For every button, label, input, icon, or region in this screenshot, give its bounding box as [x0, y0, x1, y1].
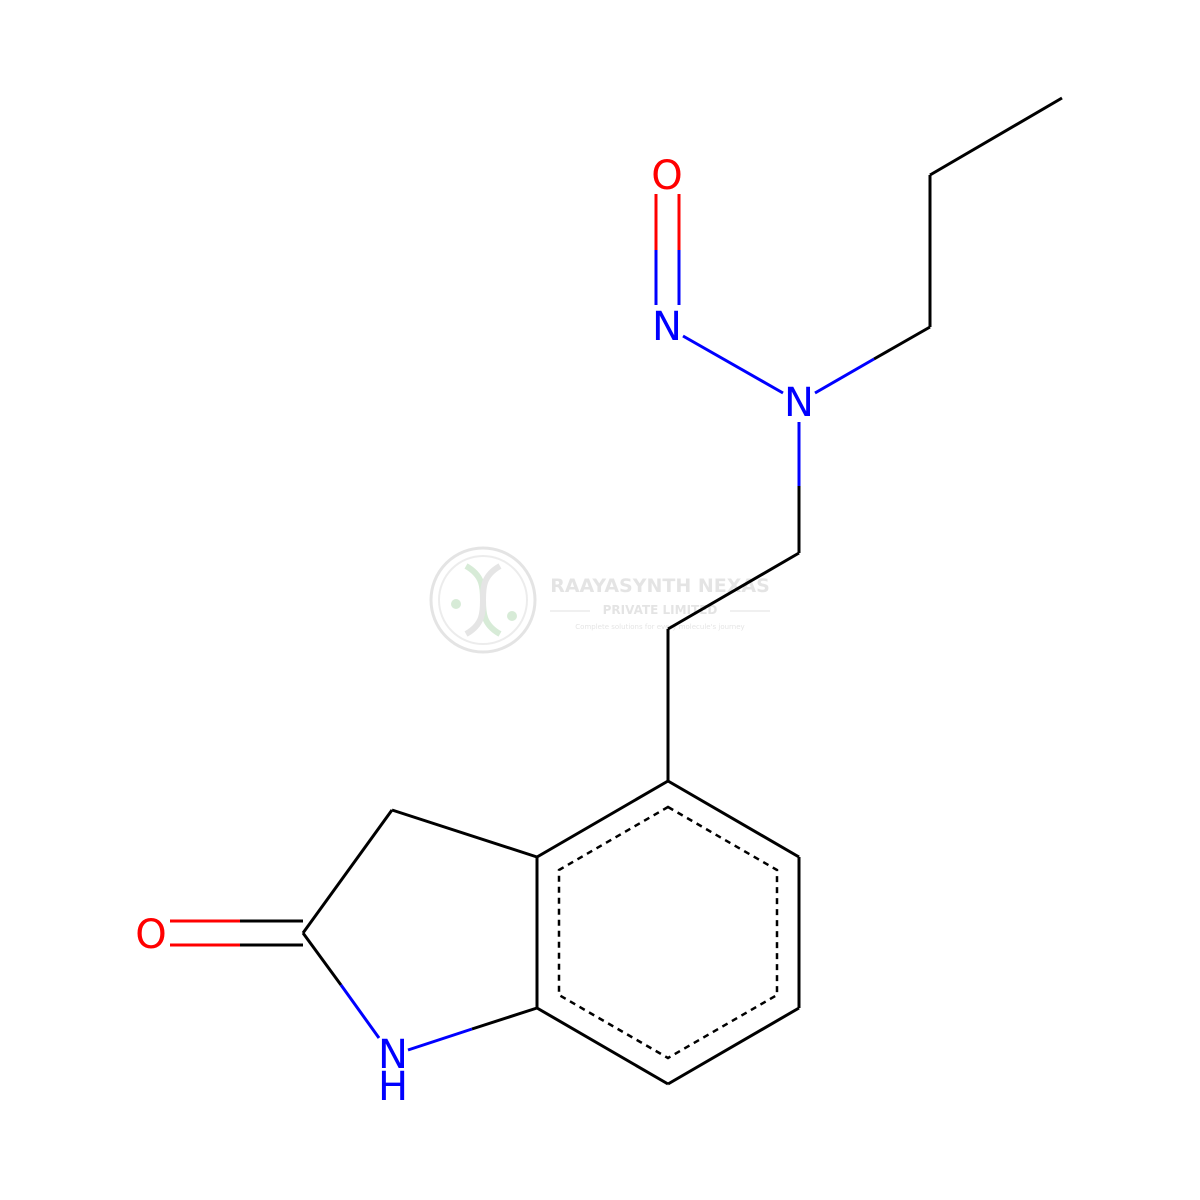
atom-label-hydrogen-lactam: H: [378, 1064, 408, 1110]
dna-helix-icon: [451, 563, 517, 637]
ring-bond-3: [667, 1006, 800, 1086]
aromatic-dashed-ring: [557, 805, 779, 1060]
ring-bond-1: [667, 779, 800, 859]
bond-c3a-c3: [391, 808, 538, 859]
atom-label-oxygen-carbonyl: O: [135, 912, 166, 958]
bond-n-c7a-blue: [407, 1027, 473, 1052]
bond-c2-n-black: [301, 932, 343, 986]
atom-label-oxygen-nitroso: O: [651, 153, 682, 199]
bond-c-n-amine-black: [873, 325, 931, 361]
watermark-tagline: Complete solutions for every molecule's …: [575, 623, 744, 631]
ring-bond-4: [536, 1006, 669, 1086]
bond-c-n-amine-blue: [814, 357, 875, 395]
bond-c2-n-blue: [339, 984, 381, 1039]
bond-n-c7a-black: [471, 1006, 538, 1031]
atom-label-nitrogen-lactam: N: [378, 1032, 408, 1078]
watermark-company: RAAYASYNTH NEXAS: [550, 575, 770, 597]
atom-label-nitrogen-amine: N: [784, 380, 814, 426]
watermark-subtitle: PRIVATE LIMITED: [603, 603, 718, 617]
benzene-ring: [535, 779, 801, 1086]
watermark-ring: [429, 546, 537, 654]
ring-bond-6: [536, 779, 669, 859]
watermark: RAAYASYNTH NEXAS PRIVATE LIMITED Complet…: [429, 546, 770, 654]
bond-c-c-propyl-1: [929, 96, 1063, 177]
bond-c3-c2: [301, 809, 394, 934]
bond-c-c-ethyl: [667, 551, 800, 631]
bond-n-n: [682, 334, 784, 395]
atom-label-nitrogen-nitroso: N: [652, 304, 682, 350]
watermark-inner-ring: [438, 555, 528, 645]
